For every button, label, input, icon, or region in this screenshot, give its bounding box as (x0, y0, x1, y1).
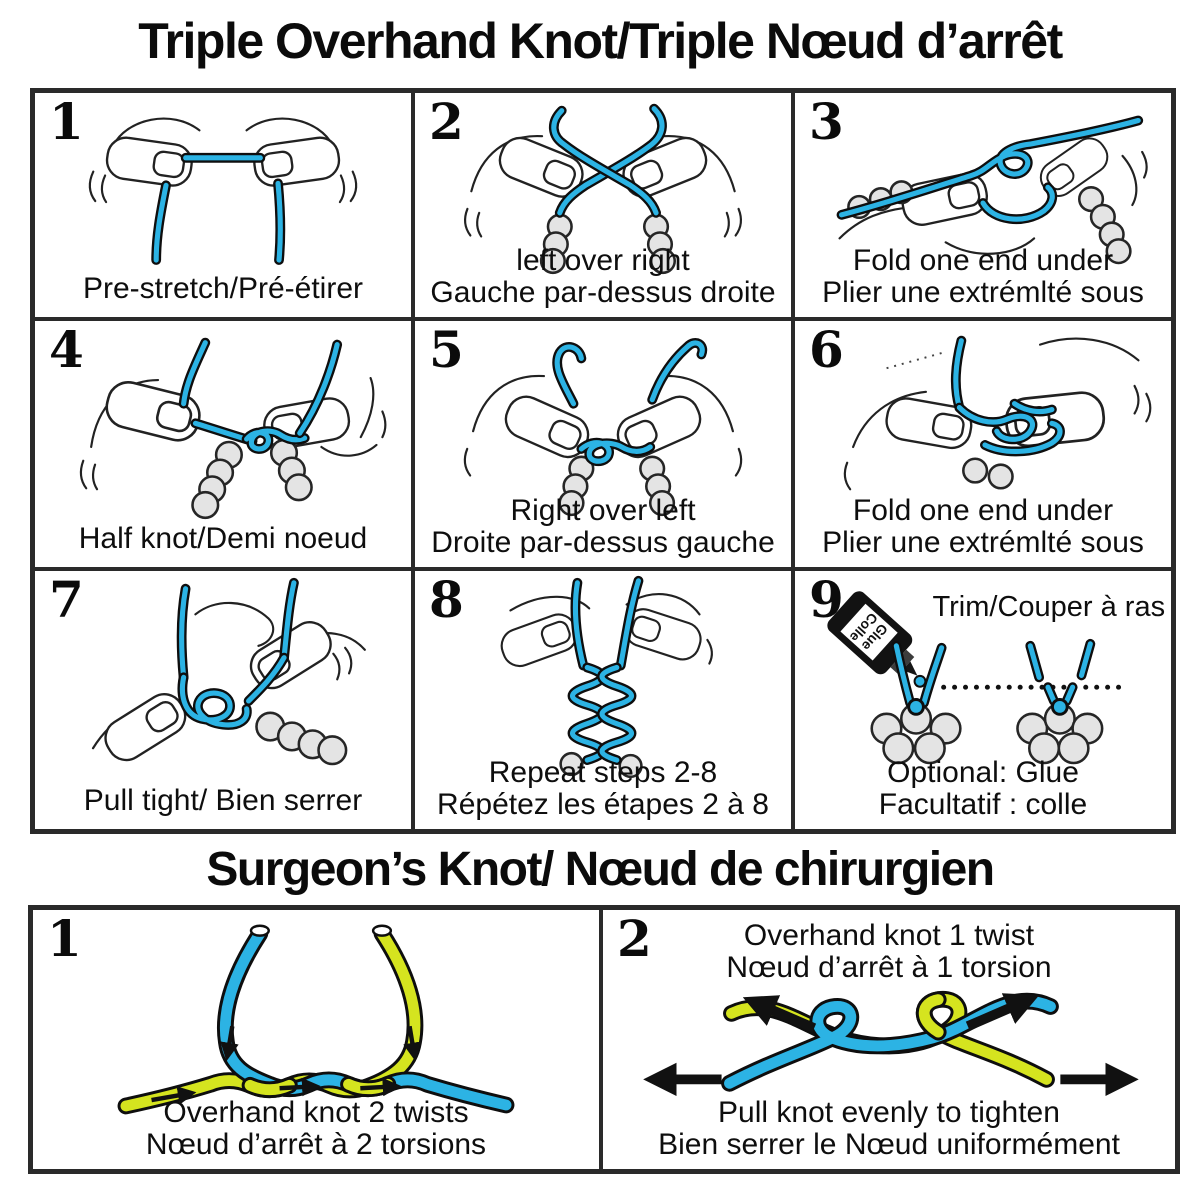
step-number: 5 (429, 320, 464, 379)
caption-line: Half knot/Demi noeud (78, 521, 368, 555)
caption-line: Pre-stretch/Pré-étirer (82, 271, 364, 305)
step-number: 3 (809, 92, 844, 151)
step-cell-2: 2 left over right Gauche par-dessus droi… (413, 91, 793, 319)
step-4-illustration (79, 337, 387, 520)
section-title: Surgeon’s Knot/ Nœud de chirurgien (206, 843, 995, 896)
step-cell-5: 5 Right over left Droite par-dessus gauc… (413, 319, 793, 569)
caption-line: Fold one end under (852, 243, 1114, 277)
step-1-caption: Pre-stretch/Pré-étirer (35, 271, 411, 305)
step-number: 9 (809, 570, 844, 629)
caption-line: Pull knot evenly to tighten (718, 1095, 1060, 1129)
pull-arrows (643, 993, 1139, 1097)
step-5-caption: Right over left Droite par-dessus gauche (415, 493, 791, 559)
step-cell-4: 4 Half knot/Demi noeud (33, 319, 413, 569)
step-2-illustration (463, 103, 743, 275)
caption-line: Right over left (510, 493, 696, 527)
step-9-illustration: Glue Colle (827, 591, 1124, 765)
step-2-caption: left over right Gauche par-dessus droite (415, 243, 791, 309)
step-number: 4 (49, 320, 84, 379)
caption-line: Optional: Glue (887, 755, 1079, 789)
step-cell-6: 6 Fold one end under Plier une extrém (793, 319, 1173, 569)
panel-number: 2 (617, 909, 652, 968)
caption-line: Plier une extrémlté sous (822, 275, 1144, 309)
direction-arrows (151, 1025, 422, 1105)
surgeons-knot-grid: 1 (28, 905, 1180, 1174)
step-number: 6 (809, 320, 844, 379)
step-cell-9: 9 Trim/Couper à ras Glue Colle (793, 569, 1173, 831)
step-5-illustration (463, 338, 743, 517)
step-cell-1: 1 Pre-stretch/Pré-étirer (33, 91, 413, 319)
step-3-caption: Fold one end under Plier une extrémlté s… (795, 243, 1171, 309)
step-6-caption: Fold one end under Plier une extrémlté s… (795, 493, 1171, 559)
caption-line: Pull tight/ Bien serrer (83, 783, 363, 817)
page-title: Triple Overhand Knot/Triple Nœud d’arrêt (138, 13, 1063, 69)
step-7-illustration (91, 577, 366, 769)
trim-label: Trim/Couper à ras (932, 591, 1166, 623)
caption-line: Nœud d’arrêt à 1 torsion (726, 951, 1052, 985)
step-number: 7 (49, 570, 84, 629)
step-1-illustration (88, 117, 358, 265)
caption-line: Nœud d’arrêt à 2 torsions (145, 1127, 487, 1161)
step-number: 2 (429, 92, 464, 151)
step-cell-3: 3 Fold one end under Plier une extrémlté… (793, 91, 1173, 319)
caption-line: Facultatif : colle (878, 787, 1088, 821)
caption-line: Plier une extrémlté sous (822, 525, 1144, 559)
caption-line: Répétez les étapes 2 à 8 (437, 787, 769, 821)
step-4-caption: Half knot/Demi noeud (35, 521, 411, 555)
step-6-illustration (843, 335, 1152, 491)
surgeons-step2-caption-bottom: Pull knot evenly to tighten Bien serrer … (603, 1095, 1175, 1161)
step-cell-7: 7 Pull tight/ Bien serrer (33, 569, 413, 831)
surgeons-panel-1: 1 (31, 908, 601, 1171)
step-number: 1 (49, 92, 84, 151)
glue-bottle-icon: Glue Colle (827, 591, 918, 676)
caption-line: Fold one end under (852, 493, 1114, 527)
step-9-caption: Optional: Glue Facultatif : colle (795, 755, 1171, 821)
step-7-caption: Pull tight/ Bien serrer (35, 783, 411, 817)
panel-number: 1 (47, 909, 82, 968)
surgeons-step2-caption-top: Overhand knot 1 twist Nœud d’arrêt à 1 t… (603, 919, 1175, 985)
step-cell-8: 8 Repeat steps 2-8 Répétez les étapes 2 … (413, 569, 793, 831)
surgeons-step1-caption: Overhand knot 2 twists Nœud d’arrêt à 2 … (33, 1095, 599, 1161)
caption-line: Overhand knot 2 twists (163, 1095, 469, 1129)
caption-line: Gauche par-dessus droite (430, 275, 776, 309)
step-8-caption: Repeat steps 2-8 Répétez les étapes 2 à … (415, 755, 791, 821)
caption-line: Droite par-dessus gauche (431, 525, 775, 559)
surgeons-knot-step1-illustration (117, 924, 515, 1115)
step-3-illustration (836, 115, 1148, 265)
caption-line: Repeat steps 2-8 (488, 755, 718, 789)
triple-overhand-steps-grid: 1 Pre-stretch/Pré-étirer 2 (30, 88, 1176, 834)
surgeons-knot-step2-illustration (643, 990, 1139, 1097)
step-number: 8 (429, 570, 464, 629)
caption-line: left over right (516, 243, 690, 277)
caption-line: Bien serrer le Nœud uniformément (658, 1127, 1120, 1161)
step-8-illustration (495, 575, 713, 779)
surgeons-panel-2: 2 Overhand knot 1 twist Nœud d’arrêt à 1… (601, 908, 1177, 1171)
caption-line: Overhand knot 1 twist (743, 919, 1035, 952)
